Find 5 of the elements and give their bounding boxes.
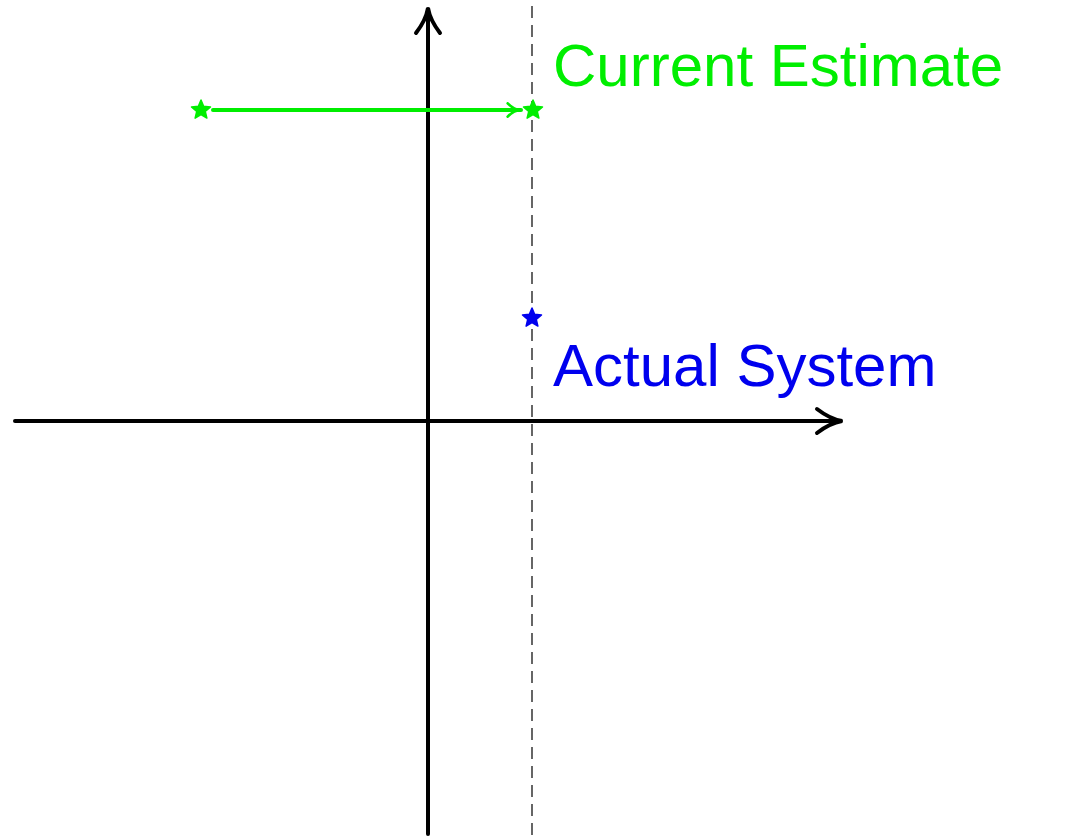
star-marker [522, 99, 544, 121]
series-label: Current Estimate [553, 31, 1004, 101]
star-marker [521, 307, 543, 329]
star-marker [190, 99, 212, 121]
series-label: Actual System [553, 331, 937, 401]
